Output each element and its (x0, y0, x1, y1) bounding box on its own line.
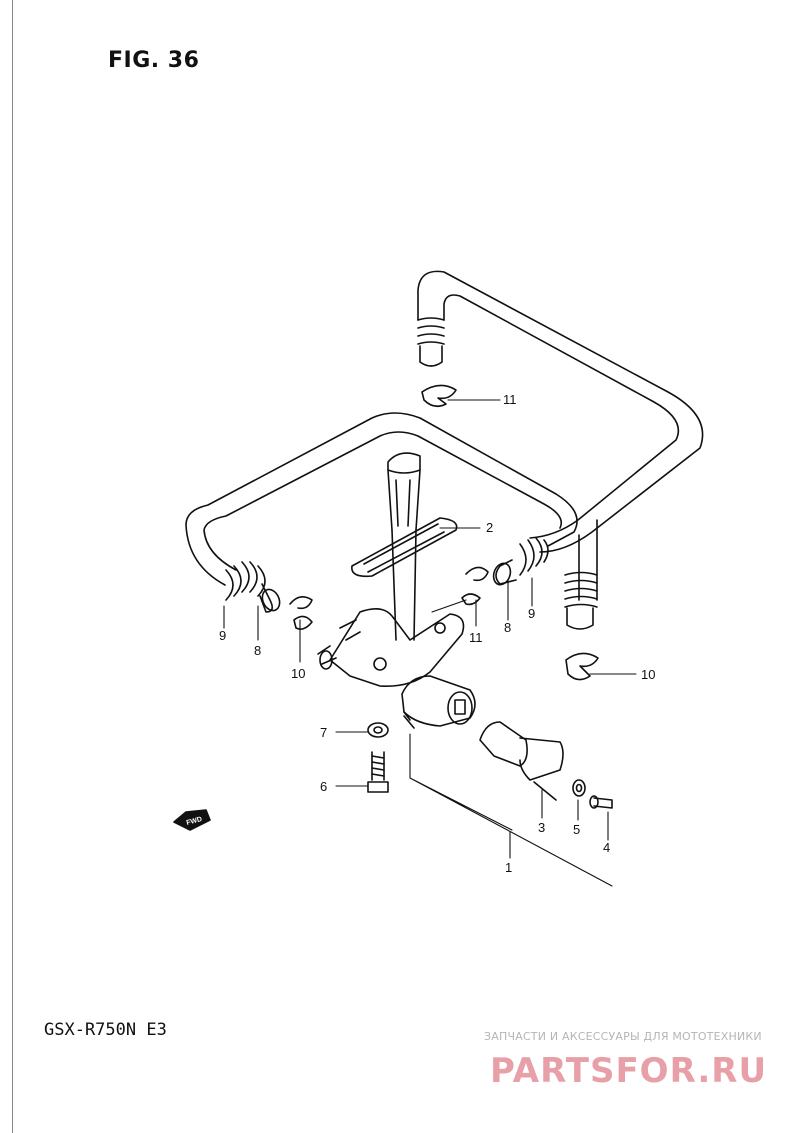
strainer-gasket-2 (351, 517, 458, 578)
callout-6: 6 (320, 779, 327, 794)
callout-8-right: 8 (504, 620, 511, 635)
callout-8-left: 8 (254, 643, 261, 658)
callout-7: 7 (320, 725, 327, 740)
watermark-brand-logo: PARTSFOR.RU (490, 1051, 767, 1091)
callout-1: 1 (505, 860, 512, 875)
hose-end-lower-right (564, 571, 598, 630)
hose-end-top-right (417, 317, 445, 367)
model-code: GSX-R750N E3 (44, 1020, 167, 1040)
washer-5 (572, 779, 586, 797)
clip-11-lower (461, 566, 489, 606)
fuel-cock-body (317, 608, 465, 688)
clip-11-upper (421, 384, 457, 408)
leader-lines (223, 399, 637, 887)
fuel-hose-right (417, 270, 704, 601)
bolt-6 (367, 751, 389, 793)
callout-3: 3 (538, 820, 545, 835)
screw-4 (589, 795, 613, 809)
page-edge-line (12, 0, 13, 1133)
lever-knob-3 (479, 721, 564, 801)
callout-10-right: 10 (641, 667, 655, 682)
fwd-arrow-icon (173, 809, 211, 831)
callout-2: 2 (486, 520, 493, 535)
fuel-hose-left (185, 412, 578, 586)
clip-10-left (289, 596, 313, 630)
callout-10-left: 10 (291, 666, 305, 681)
callout-11-upper: 11 (503, 392, 517, 407)
washer-7 (367, 722, 389, 738)
callout-11-lower: 11 (469, 630, 483, 645)
callout-5: 5 (573, 822, 580, 837)
figure-title: FIG. 36 (108, 48, 200, 73)
callout-9-right: 9 (528, 606, 535, 621)
callout-9-left: 9 (219, 628, 226, 643)
watermark-tagline: ЗАПЧАСТИ И АКСЕССУАРЫ ДЛЯ МОТОТЕХНИКИ (484, 1030, 762, 1043)
clip-10-right (565, 652, 599, 681)
fwd-label: FWD (186, 816, 203, 827)
watermark-brand-text: PARTSFOR.RU (490, 1051, 767, 1091)
hose-end-right-mid (492, 537, 549, 586)
callout-4: 4 (603, 840, 610, 855)
fuel-cock-valve-lever (401, 675, 476, 729)
hose-end-left (225, 561, 281, 613)
